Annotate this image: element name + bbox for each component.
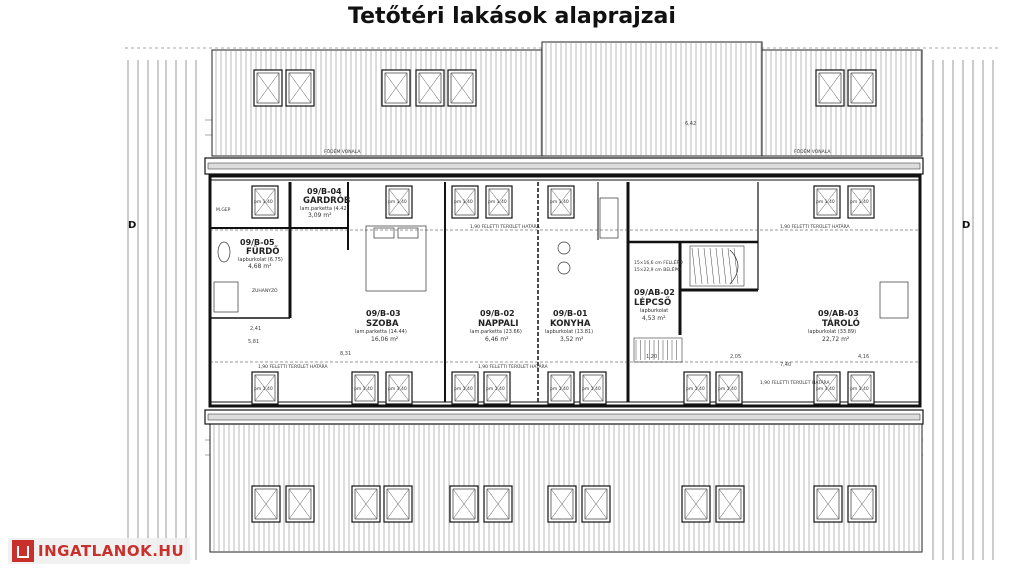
svg-text:1,20: 1,20 (646, 354, 657, 360)
svg-text:4,68 m²: 4,68 m² (248, 263, 272, 270)
svg-text:SZOBA: SZOBA (366, 319, 399, 329)
staircase (633, 245, 745, 363)
window-label: pm 1,40 (550, 386, 569, 392)
window-label: pm 1,40 (254, 199, 273, 205)
watermark-text: INGATLANOK.HU (38, 542, 185, 560)
svg-text:22,72 m²: 22,72 m² (822, 336, 850, 343)
svg-text:lapburkolat (13.81): lapburkolat (13.81) (545, 329, 593, 335)
hob-icon (557, 261, 571, 275)
svg-text:6,42: 6,42 (685, 121, 696, 127)
shower-icon (213, 281, 239, 313)
pillow-icon (373, 227, 395, 239)
svg-text:16,06 m²: 16,06 m² (371, 336, 399, 343)
svg-text:4,53 m²: 4,53 m² (642, 315, 666, 322)
fridge-icon (599, 197, 619, 239)
axis-letter-left: D (128, 220, 136, 231)
room-label-konyha: 09/B-01 KONYHA lapburkolat (13.81) 3,52 … (545, 309, 593, 343)
window-label: pm 1,40 (582, 386, 601, 392)
window-label: pm 1,40 (388, 199, 407, 205)
fodem-line-label: FÖDÉM VONALA (794, 147, 831, 155)
window-label: pm 1,40 (488, 199, 507, 205)
window-label: pm 1,40 (486, 386, 505, 392)
boundary-label: 1,90 FELETTI TERÜLET HATÁRA (478, 363, 548, 370)
svg-text:lapburkolat (33.89): lapburkolat (33.89) (808, 329, 856, 335)
window-label: pm 1,40 (718, 386, 737, 392)
window-label: pm 1,40 (816, 386, 835, 392)
boundary-label: 1,90 FELETTI TERÜLET HATÁRA (760, 379, 830, 386)
svg-text:FÜRDŐ: FÜRDŐ (246, 246, 280, 257)
svg-text:lapburkolat: lapburkolat (640, 308, 668, 314)
room-label-furdo: 09/B-05 FÜRDŐ lapburkolat (6.75) 4,68 m² (238, 238, 283, 270)
window-label: pm 1,40 (850, 199, 869, 205)
floor-windows: pm 1,40 pm 1,40 pm 1,40 pm 1,40 pm 1,40 pm 1,… (251, 185, 875, 405)
room-label-szoba: 09/B-03 SZOBA lam.parketta (14.44) 16,06… (355, 309, 407, 343)
svg-text:KONYHA: KONYHA (550, 319, 591, 329)
boundary-label: 1,90 FELETTI TERÜLET HATÁRA (470, 223, 540, 230)
roof-bottom (209, 423, 923, 553)
interior-walls (210, 182, 759, 402)
window-label: pm 1,40 (354, 386, 373, 392)
svg-text:2,41: 2,41 (250, 326, 261, 332)
watermark-logo: INGATLANOK.HU (8, 538, 191, 564)
fodem-line-label: FÖDÉM VONALA (324, 147, 361, 155)
svg-text:lam.parketta (23.66): lam.parketta (23.66) (470, 329, 522, 335)
svg-text:09/B-04: 09/B-04 (307, 187, 342, 196)
svg-text:2,05: 2,05 (730, 354, 741, 360)
svg-text:09/B-02: 09/B-02 (480, 309, 515, 318)
stairs-note: 15×16,6 cm FELLÉPŐ (634, 258, 683, 266)
window-label: pm 1,40 (850, 386, 869, 392)
fixtures (213, 197, 909, 319)
svg-text:LÉPCSŐ: LÉPCSŐ (634, 296, 671, 308)
svg-text:5,81: 5,81 (248, 339, 259, 345)
house-logo-icon (12, 540, 34, 562)
annotations: FÖDÉM VONALA FÖDÉM VONALA 1,90 FELETTI T… (216, 147, 850, 386)
svg-text:NAPPALI: NAPPALI (478, 319, 519, 329)
room-label-gardrob: 09/B-04 GARDRÓB lam.parketta (4.42) 3,09… (300, 187, 350, 219)
height-boundary-lines (210, 229, 920, 363)
svg-text:3,09 m²: 3,09 m² (308, 212, 332, 219)
svg-text:TÁROLÓ: TÁROLÓ (822, 317, 860, 329)
svg-text:09/B-05: 09/B-05 (240, 238, 275, 247)
shower-label: ZUHANYZÓ (252, 287, 278, 294)
svg-text:lam.parketta (14.44): lam.parketta (14.44) (355, 329, 407, 335)
pillow-icon (397, 227, 419, 239)
svg-text:09/AB-02: 09/AB-02 (634, 288, 675, 297)
window-label: pm 1,40 (388, 386, 407, 392)
svg-text:GARDRÓB: GARDRÓB (303, 194, 350, 206)
page-title: Tetőtéri lakások alaprajzai (348, 4, 676, 29)
window-label: pm 1,40 (454, 199, 473, 205)
toilet-icon (217, 241, 231, 263)
boundary-label: 1,90 FELETTI TERÜLET HATÁRA (258, 363, 328, 370)
bed-icon (365, 225, 427, 292)
svg-text:lam.parketta (4.42): lam.parketta (4.42) (300, 206, 349, 212)
svg-text:09/B-03: 09/B-03 (366, 309, 401, 318)
roof-top (211, 41, 923, 157)
window-label: pm 1,40 (686, 386, 705, 392)
room-label-lepcso: 09/AB-02 LÉPCSŐ lapburkolat 4,53 m² (634, 288, 675, 322)
svg-text:09/B-01: 09/B-01 (553, 309, 588, 318)
svg-text:7,40: 7,40 (780, 362, 791, 368)
mgep-label: M.GEP (216, 207, 231, 213)
svg-text:lapburkolat (6.75): lapburkolat (6.75) (238, 257, 283, 263)
dimension-values: 5,81 8,31 7,40 4,16 2,05 6,42 2,41 1,20 (248, 121, 869, 368)
hob-icon (557, 241, 571, 255)
window-label: pm 1,40 (454, 386, 473, 392)
room-label-nappali: 09/B-02 NAPPALI lam.parketta (23.66) 6,4… (470, 309, 522, 343)
svg-text:3,52 m²: 3,52 m² (560, 336, 584, 343)
storage-unit-icon (879, 281, 909, 319)
svg-text:8,31: 8,31 (340, 351, 351, 357)
svg-text:6,46 m²: 6,46 m² (485, 336, 509, 343)
svg-text:09/AB-03: 09/AB-03 (818, 309, 859, 318)
boundary-label: 1,90 FELETTI TERÜLET HATÁRA (780, 223, 850, 230)
window-label: pm 1,40 (254, 386, 273, 392)
axis-letter-right: D (962, 220, 970, 231)
stairs-note: 15×22,9 cm BELÉPŐ (634, 265, 681, 273)
room-labels: 09/B-04 GARDRÓB lam.parketta (4.42) 3,09… (238, 187, 860, 343)
svg-text:4,16: 4,16 (858, 354, 869, 360)
window-label: pm 1,40 (550, 199, 569, 205)
room-label-tarolo: 09/AB-03 TÁROLÓ lapburkolat (33.89) 22,7… (808, 309, 860, 343)
window-label: pm 1,40 (816, 199, 835, 205)
